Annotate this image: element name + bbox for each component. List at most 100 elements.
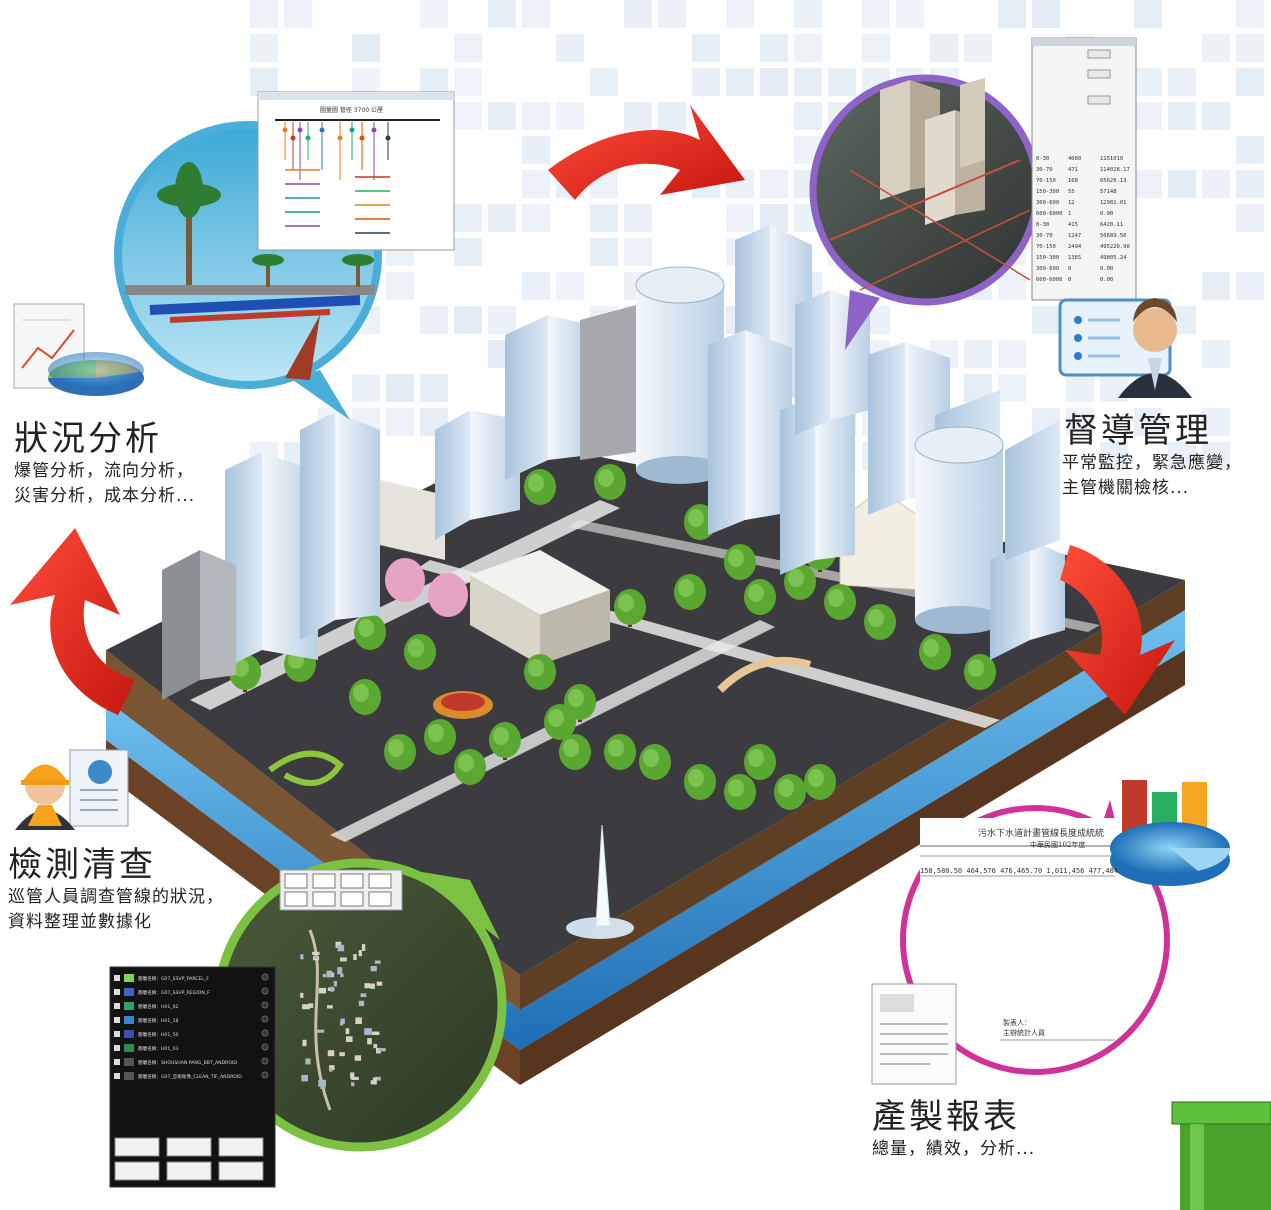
background-tile (1202, 442, 1230, 470)
flow-arrows (10, 105, 1175, 715)
background-tile (1236, 34, 1264, 62)
mobile-tool-button[interactable] (114, 1161, 160, 1181)
gis-panel-cell: 0 (1068, 277, 1071, 283)
mobile-tool-button[interactable] (218, 1137, 264, 1157)
mobile-tool-button[interactable] (114, 1137, 160, 1157)
building-tower-2 (300, 412, 380, 640)
background-tile (352, 68, 380, 96)
layer-checkbox[interactable] (114, 1031, 120, 1037)
satellite-building (355, 1017, 362, 1025)
background-tile (794, 34, 822, 62)
pipe-profile-title: 圖量圖 管徑 3700 公厘 (320, 106, 383, 114)
map-tool-button[interactable] (340, 873, 364, 889)
layer-settings-icon[interactable] (261, 987, 269, 995)
tree (233, 659, 249, 677)
tree (808, 769, 824, 787)
background-tile (488, 204, 516, 232)
gis-panel-cell: 70-150 (1036, 244, 1056, 250)
background-tile (590, 238, 618, 266)
fountain-spray (595, 824, 611, 927)
layer-settings-icon[interactable] (261, 973, 269, 981)
map-tool-button[interactable] (284, 891, 308, 907)
background-tile (556, 272, 584, 300)
tree (728, 549, 744, 567)
tree (678, 579, 694, 597)
gis-panel-cell: 300-600 (1036, 200, 1059, 206)
layer-checkbox[interactable] (114, 1045, 120, 1051)
satellite-building (329, 1068, 333, 1072)
layer-settings-icon[interactable] (261, 1029, 269, 1037)
layer-settings-icon[interactable] (261, 1057, 269, 1065)
map-tool-button[interactable] (368, 891, 392, 907)
tree (493, 727, 509, 745)
layer-settings-icon[interactable] (261, 1043, 269, 1051)
gis-panel-cell: 0 (1068, 266, 1071, 272)
map-tool-button[interactable] (284, 873, 308, 889)
background-tile (454, 306, 482, 334)
report-line-1: 總量，績效，分析... (872, 1139, 1036, 1160)
arrow-top-right (548, 105, 745, 200)
map-tool-button[interactable] (368, 873, 392, 889)
ground-edge-right (520, 580, 1185, 1010)
background-tile (1236, 0, 1264, 28)
layer-settings-icon[interactable] (261, 1001, 269, 1009)
background-tile (250, 34, 278, 62)
layer-name: 圖層名稱：G07_SSVP_REGION_F (138, 989, 210, 996)
background-tile (522, 102, 550, 130)
layer-checkbox[interactable] (114, 989, 120, 995)
satellite-building (318, 1079, 326, 1087)
gis-panel-cell: 30-70 (1036, 233, 1053, 239)
satellite-building (378, 1048, 386, 1052)
background-tile (386, 374, 414, 402)
supervision-line-1: 平常監控，緊急應變， (1062, 453, 1242, 474)
gis-panel-cell: 57148 (1100, 189, 1117, 195)
background-tile (1168, 68, 1196, 96)
inspector-icon (15, 749, 129, 830)
layer-checkbox[interactable] (114, 1073, 120, 1079)
tree (458, 754, 474, 772)
plaza-building-roof (470, 550, 610, 615)
mobile-tool-button[interactable] (218, 1161, 264, 1181)
map-tool-button[interactable] (340, 891, 364, 907)
supervision-line-2: 主管機關檢核... (1062, 477, 1190, 498)
gis-panel-cell: 1365 (1068, 255, 1081, 261)
label-supervision: 督導管理 平常監控，緊急應變， 主管機關檢核... (1062, 411, 1242, 500)
background-tile (726, 0, 754, 28)
background-tile (1066, 374, 1094, 402)
background-tile (1134, 102, 1162, 130)
background-tile (454, 238, 482, 266)
background-tile (556, 102, 584, 130)
gis-panel-cell: 0-30 (1036, 156, 1049, 162)
satellite-building (337, 944, 345, 952)
background-tile (658, 102, 686, 130)
pipe-profile-node (385, 135, 391, 141)
layer-checkbox[interactable] (114, 1017, 120, 1023)
background-tile (624, 238, 652, 266)
background-tile (1066, 408, 1094, 436)
layer-settings-icon[interactable] (261, 1071, 269, 1079)
tree (563, 739, 579, 757)
layer-checkbox[interactable] (114, 1059, 120, 1065)
satellite-building (361, 944, 366, 951)
background-tile (998, 374, 1026, 402)
map-tool-button[interactable] (312, 873, 336, 889)
map-tool-button[interactable] (312, 891, 336, 907)
layer-settings-icon[interactable] (261, 1015, 269, 1023)
background-tile (828, 68, 856, 96)
layer-checkbox[interactable] (114, 975, 120, 981)
satellite-building (316, 1029, 325, 1033)
pipe-icon (1171, 1101, 1271, 1210)
satellite-building (350, 1072, 355, 1079)
tree (923, 639, 939, 657)
layer-name: 圖層名稱：H01_03 (138, 1045, 178, 1052)
background-tile (794, 0, 822, 28)
background-tile (1134, 68, 1162, 96)
layer-checkbox[interactable] (114, 1003, 120, 1009)
mobile-tool-button[interactable] (166, 1161, 212, 1181)
satellite-building (305, 1058, 311, 1065)
layer-color-swatch (124, 974, 134, 982)
background-tile (998, 340, 1026, 368)
mobile-tool-button[interactable] (166, 1137, 212, 1157)
